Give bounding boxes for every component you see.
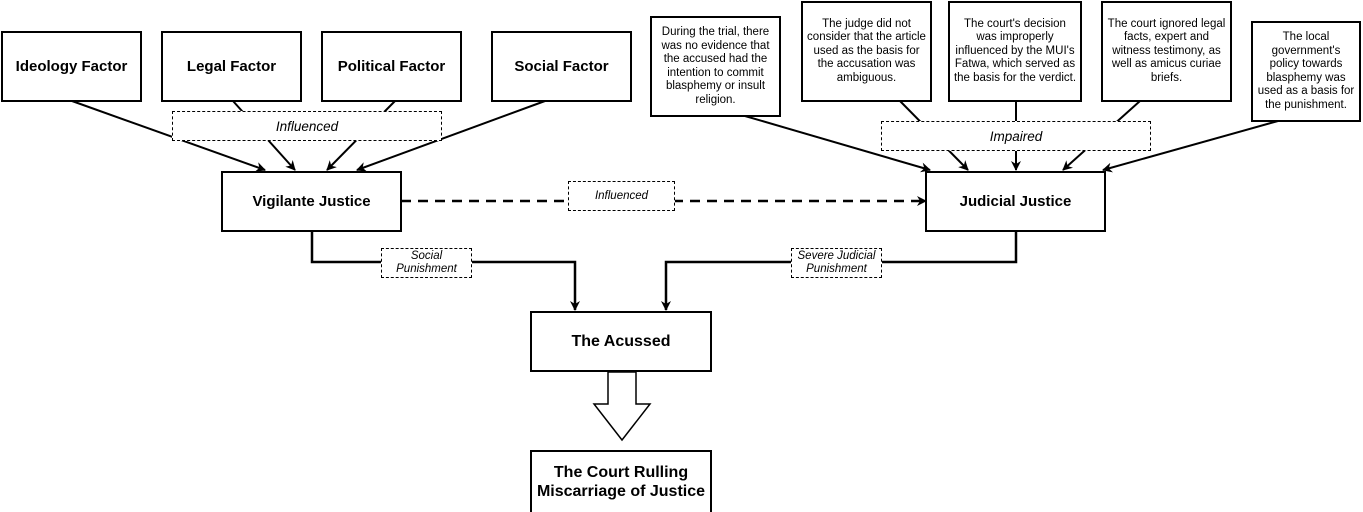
- arrow-social-to-vigilante: [356, 100, 546, 172]
- mui-fatwa-text: The court's decision was improperly infl…: [953, 17, 1077, 84]
- social-punishment-label: Social Punishment: [381, 248, 472, 278]
- ideology-factor-label: Ideology Factor: [15, 57, 128, 75]
- legal-factor-box: Legal Factor: [161, 31, 302, 102]
- mui-fatwa-note: The court's decision was improperly infl…: [948, 1, 1082, 102]
- government-policy-note: The local government's policy towards bl…: [1251, 21, 1361, 122]
- trial-evidence-note: During the trial, there was no evidence …: [650, 16, 781, 117]
- severe-judicial-punishment-label: Severe Judicial Punishment: [791, 248, 882, 278]
- influenced-factors-label: Influenced: [172, 111, 442, 141]
- vigilante-justice-box: Vigilante Justice: [221, 171, 402, 232]
- ignored-facts-note: The court ignored legal facts, expert an…: [1101, 1, 1232, 102]
- legal-factor-label: Legal Factor: [186, 57, 277, 75]
- judicial-justice-box: Judicial Justice: [925, 171, 1106, 232]
- social-factor-label: Social Factor: [514, 57, 609, 75]
- government-policy-text: The local government's policy towards bl…: [1257, 31, 1355, 111]
- block-arrow-down: [592, 371, 652, 442]
- accused-box: The Acussed: [530, 311, 712, 372]
- social-factor-box: Social Factor: [491, 31, 632, 102]
- vigilante-justice-label: Vigilante Justice: [252, 192, 371, 210]
- influenced-middle-label: Influenced: [568, 181, 675, 211]
- political-factor-box: Political Factor: [321, 31, 462, 102]
- arrow-trial-to-judicial: [744, 115, 931, 173]
- court-ruling-box: The Court Rulling Miscarriage of Justice: [530, 450, 712, 512]
- arrow-policy-to-judicial: [1102, 120, 1279, 173]
- ideology-factor-box: Ideology Factor: [1, 31, 142, 102]
- ignored-facts-text: The court ignored legal facts, expert an…: [1107, 17, 1226, 84]
- arrow-ideology-to-vigilante: [71, 100, 266, 172]
- judicial-justice-label: Judicial Justice: [959, 192, 1072, 210]
- court-ruling-label: The Court Rulling Miscarriage of Justice: [536, 464, 706, 500]
- political-factor-label: Political Factor: [337, 57, 446, 75]
- impaired-label: Impaired: [881, 121, 1151, 151]
- judge-article-note: The judge did not consider that the arti…: [801, 1, 932, 102]
- accused-label: The Acussed: [571, 332, 671, 350]
- trial-evidence-text: During the trial, there was no evidence …: [661, 26, 770, 106]
- judge-article-text: The judge did not consider that the arti…: [807, 17, 926, 84]
